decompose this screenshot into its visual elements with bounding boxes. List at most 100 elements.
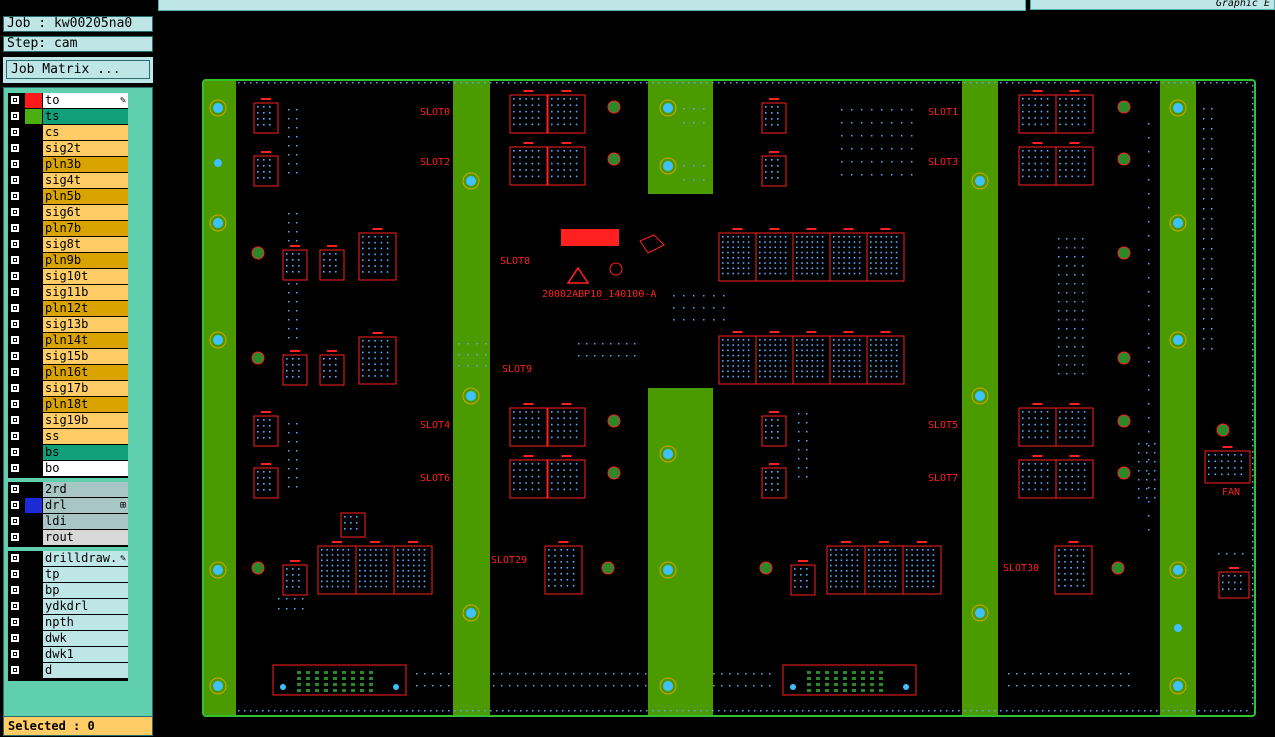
menu-strip[interactable] [158, 0, 1026, 11]
layer-row-tp[interactable]: tp [8, 567, 128, 583]
layer-checkbox[interactable] [10, 271, 20, 281]
layer-name[interactable]: pln9b [43, 253, 128, 268]
layer-name[interactable]: ss [43, 429, 128, 444]
layer-name[interactable]: 2rd [43, 482, 128, 497]
layer-checkbox[interactable] [10, 516, 20, 526]
layer-checkbox[interactable] [10, 665, 20, 675]
layer-checkbox[interactable] [10, 431, 20, 441]
layer-name[interactable]: pln12t [43, 301, 128, 316]
layer-name[interactable]: sig11b [43, 285, 128, 300]
layer-row-dwk[interactable]: dwk [8, 631, 128, 647]
layer-checkbox[interactable] [10, 649, 20, 659]
layer-row-sig19b[interactable]: sig19b [8, 413, 128, 429]
layer-row-sig4t[interactable]: sig4t [8, 173, 128, 189]
layer-row-npth[interactable]: npth [8, 615, 128, 631]
layer-checkbox[interactable] [10, 553, 20, 563]
layer-row-sig15b[interactable]: sig15b [8, 349, 128, 365]
layer-checkbox[interactable] [10, 633, 20, 643]
layer-checkbox[interactable] [10, 484, 20, 494]
layer-row-sig17b[interactable]: sig17b [8, 381, 128, 397]
layer-name[interactable]: pln18t [43, 397, 128, 412]
layer-name[interactable]: sig8t [43, 237, 128, 252]
layer-checkbox[interactable] [10, 303, 20, 313]
layer-row-pln16t[interactable]: pln16t [8, 365, 128, 381]
layer-name[interactable]: pln16t [43, 365, 128, 380]
layer-name[interactable]: sig19b [43, 413, 128, 428]
layer-name[interactable]: ydkdrl [43, 599, 128, 614]
layer-name[interactable]: rout [43, 530, 128, 545]
layer-checkbox[interactable] [10, 111, 20, 121]
layer-name[interactable]: dwk [43, 631, 128, 646]
layer-name[interactable]: tp [43, 567, 128, 582]
layer-name[interactable]: npth [43, 615, 128, 630]
layer-checkbox[interactable] [10, 617, 20, 627]
layer-row-pln18t[interactable]: pln18t [8, 397, 128, 413]
layer-checkbox[interactable] [10, 585, 20, 595]
layer-checkbox[interactable] [10, 319, 20, 329]
layer-row-pln7b[interactable]: pln7b [8, 221, 128, 237]
layer-name[interactable]: to✎ [43, 93, 128, 108]
layer-row-2rd[interactable]: 2rd [8, 482, 128, 498]
layer-name[interactable]: cs [43, 125, 128, 140]
layer-name[interactable]: ldi [43, 514, 128, 529]
layer-checkbox[interactable] [10, 191, 20, 201]
layer-color-swatch[interactable] [25, 109, 42, 124]
layer-row-ts[interactable]: ts [8, 109, 128, 125]
layer-name[interactable]: sig17b [43, 381, 128, 396]
layer-row-bs[interactable]: bs [8, 445, 128, 461]
layer-row-drilldraw[interactable]: drilldraw.✎ [8, 551, 128, 567]
layer-checkbox[interactable] [10, 569, 20, 579]
layer-row-d[interactable]: d [8, 663, 128, 679]
layer-row-ydkdrl[interactable]: ydkdrl [8, 599, 128, 615]
layer-name[interactable]: pln14t [43, 333, 128, 348]
layer-row-sig11b[interactable]: sig11b [8, 285, 128, 301]
layer-name[interactable]: bo [43, 461, 128, 476]
layer-row-sig13b[interactable]: sig13b [8, 317, 128, 333]
layer-row-pln5b[interactable]: pln5b [8, 189, 128, 205]
layer-checkbox[interactable] [10, 159, 20, 169]
layer-row-cs[interactable]: cs [8, 125, 128, 141]
layer-name[interactable]: ts [43, 109, 128, 124]
layer-name[interactable]: bp [43, 583, 128, 598]
layer-row-dwk1[interactable]: dwk1 [8, 647, 128, 663]
layer-color-swatch[interactable] [25, 93, 42, 108]
layer-row-sig6t[interactable]: sig6t [8, 205, 128, 221]
layer-checkbox[interactable] [10, 601, 20, 611]
layer-row-sig2t[interactable]: sig2t [8, 141, 128, 157]
layer-color-swatch[interactable] [25, 498, 42, 513]
layer-name[interactable]: drilldraw.✎ [43, 551, 128, 566]
layer-name[interactable]: pln7b [43, 221, 128, 236]
layer-checkbox[interactable] [10, 399, 20, 409]
layer-row-pln14t[interactable]: pln14t [8, 333, 128, 349]
layer-name[interactable]: drl⊞ [43, 498, 128, 513]
layer-name[interactable]: sig13b [43, 317, 128, 332]
layer-row-rout[interactable]: rout [8, 530, 128, 546]
layer-row-pln9b[interactable]: pln9b [8, 253, 128, 269]
layer-name[interactable]: sig6t [43, 205, 128, 220]
layer-checkbox[interactable] [10, 335, 20, 345]
layer-name[interactable]: sig10t [43, 269, 128, 284]
layer-checkbox[interactable] [10, 175, 20, 185]
layer-checkbox[interactable] [10, 500, 20, 510]
layer-row-drl[interactable]: drl⊞ [8, 498, 128, 514]
layer-name[interactable]: pln5b [43, 189, 128, 204]
layer-checkbox[interactable] [10, 367, 20, 377]
layer-row-ss[interactable]: ss [8, 429, 128, 445]
layer-row-sig8t[interactable]: sig8t [8, 237, 128, 253]
layer-row-sig10t[interactable]: sig10t [8, 269, 128, 285]
layer-name[interactable]: sig2t [43, 141, 128, 156]
layer-name[interactable]: d [43, 663, 128, 678]
layer-name[interactable]: bs [43, 445, 128, 460]
layer-name[interactable]: pln3b [43, 157, 128, 172]
job-matrix-button[interactable]: Job Matrix ... [6, 60, 150, 79]
layer-checkbox[interactable] [10, 447, 20, 457]
layer-checkbox[interactable] [10, 255, 20, 265]
layer-row-bp[interactable]: bp [8, 583, 128, 599]
layer-checkbox[interactable] [10, 127, 20, 137]
layer-name[interactable]: sig15b [43, 349, 128, 364]
layer-checkbox[interactable] [10, 143, 20, 153]
layer-row-to[interactable]: to✎ [8, 93, 128, 109]
layer-row-pln12t[interactable]: pln12t [8, 301, 128, 317]
layer-checkbox[interactable] [10, 239, 20, 249]
